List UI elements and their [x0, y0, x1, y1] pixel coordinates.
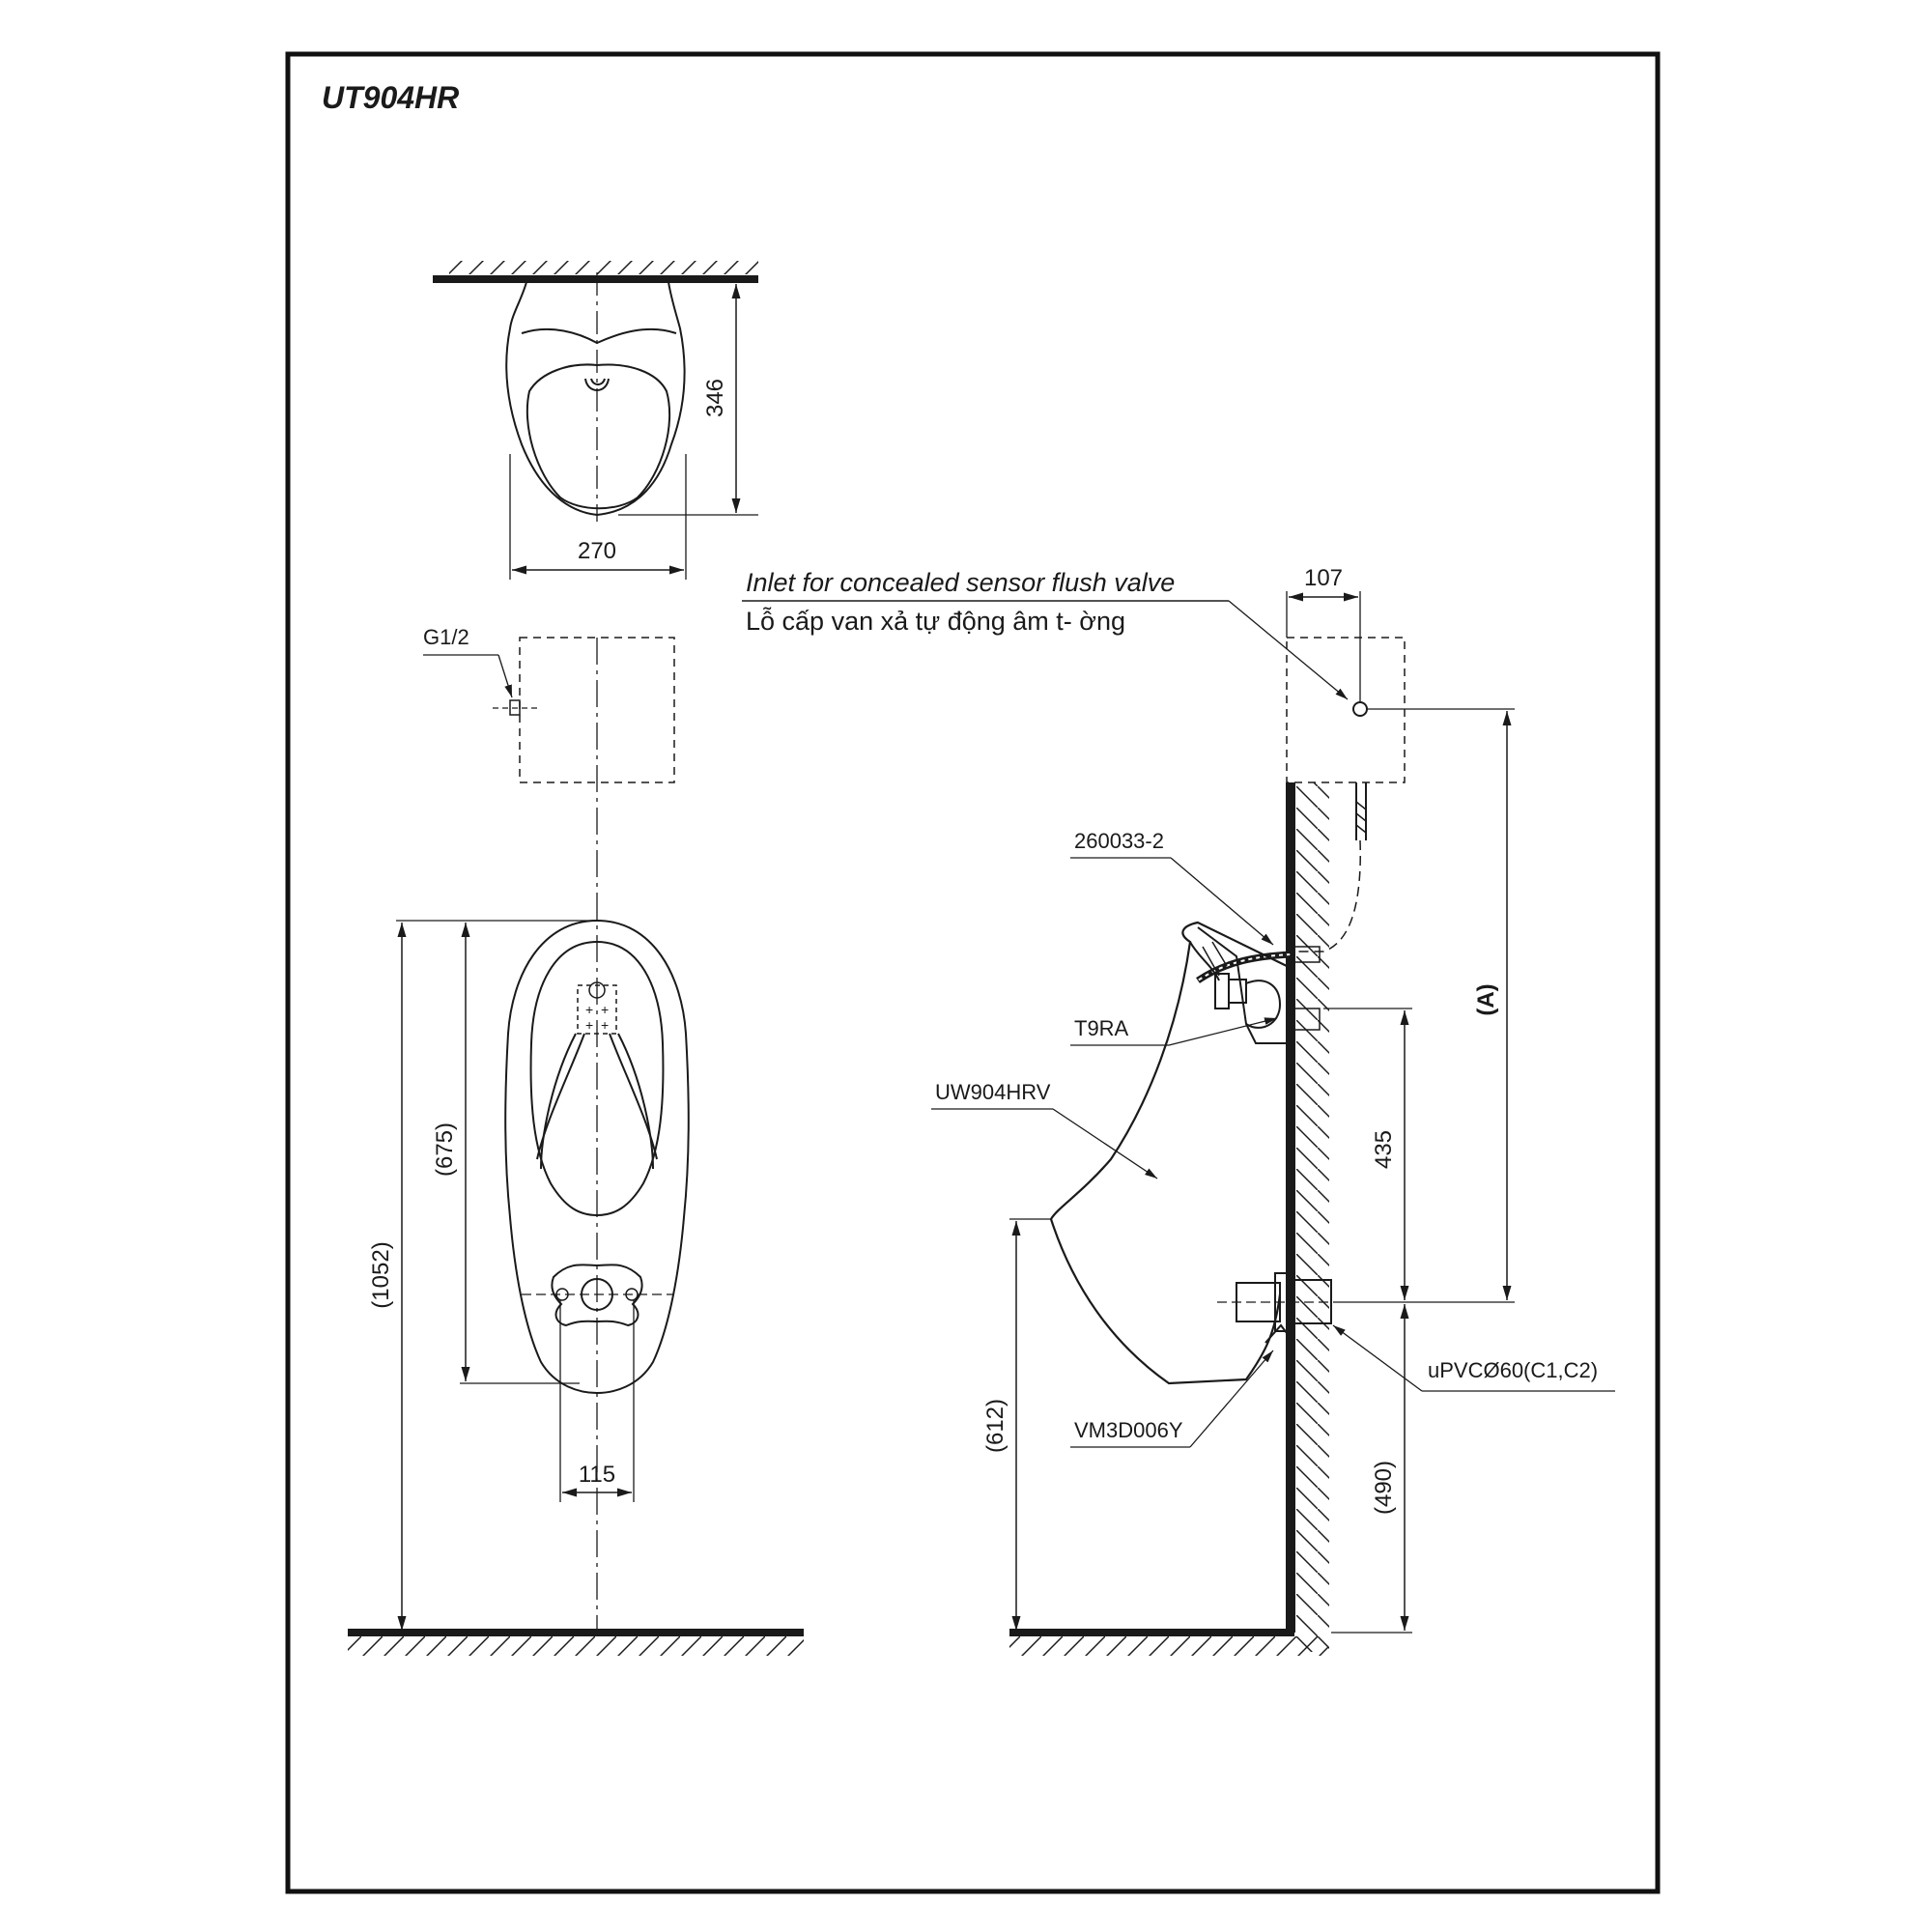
dim-spud-to-outlet: (675)	[432, 1122, 458, 1177]
front-view-basin	[529, 940, 665, 1217]
dim-valve-offset: 107	[1304, 565, 1343, 591]
svg-text:+: +	[585, 1017, 593, 1033]
dim-rim-height: (612)	[982, 1399, 1009, 1453]
dim-overall-height: (1052)	[368, 1241, 394, 1308]
dim-a: (A)	[1473, 983, 1499, 1015]
supply-hose	[1196, 951, 1292, 983]
label-part-bowl: UW904HRV	[935, 1080, 1051, 1104]
side-valve-box	[1286, 637, 1406, 783]
note-inlet-vi: Lỗ cấp van xả tự động âm t- ờng	[746, 606, 1125, 636]
side-view-bowl	[1049, 921, 1288, 1385]
front-view-floor-hatch	[348, 1636, 804, 1656]
side-valve-inlet	[1352, 701, 1368, 717]
model-title: UT904HR	[322, 80, 459, 115]
svg-text:+: +	[585, 1002, 593, 1017]
label-part-drain: uPVCØ60(C1,C2)	[1428, 1358, 1598, 1382]
front-view: G1/2 + + + + (1052) (	[348, 625, 804, 1656]
label-part-spud: T9RA	[1074, 1016, 1129, 1040]
top-view-basin	[526, 363, 671, 510]
sheet-border	[285, 51, 1661, 1894]
top-view-wall-hatch	[449, 261, 758, 274]
top-view: 346 270	[433, 261, 758, 580]
dim-depth-346: 346	[702, 379, 728, 417]
side-view-floor-hatch	[1009, 1636, 1328, 1656]
label-part-supply-pipe: 260033-2	[1074, 829, 1164, 853]
front-view-bowl	[504, 919, 690, 1395]
svg-text:+: +	[601, 1017, 609, 1033]
top-view-bowl	[505, 281, 686, 517]
dim-drain-height: (490)	[1371, 1461, 1397, 1515]
dim-width-270: 270	[578, 538, 616, 564]
dim-spud-to-drain: 435	[1371, 1130, 1397, 1169]
label-part-hanger: VM3D006Y	[1074, 1418, 1183, 1442]
front-view-outlet	[551, 1264, 643, 1327]
side-view-outlet	[1236, 1282, 1281, 1322]
label-inlet-thread: G1/2	[423, 625, 469, 649]
side-view-wall-hatch	[1296, 782, 1329, 1652]
dim-outlet-width: 115	[579, 1462, 615, 1488]
side-view: Inlet for concealed sensor flush valve L…	[742, 565, 1615, 1656]
svg-text:+: +	[601, 1002, 609, 1017]
note-inlet-en: Inlet for concealed sensor flush valve	[746, 568, 1175, 597]
